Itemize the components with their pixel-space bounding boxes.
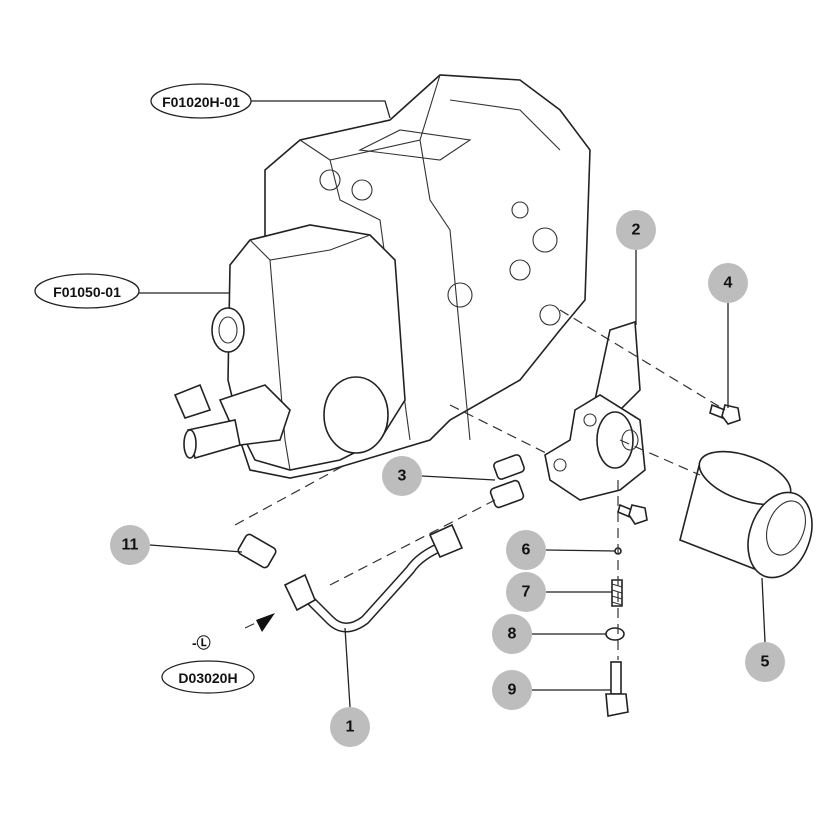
svg-text:5: 5 [761,654,770,671]
filter-bracket [544,320,646,501]
svg-text:11: 11 [122,537,139,554]
callout-6[interactable]: 6 [506,530,546,570]
oil-pipe [283,523,464,633]
washer-part-8 [605,627,625,641]
ref-label: D03020H [178,670,237,686]
ref-front-cover[interactable]: F01050-01 [34,273,140,309]
svg-text:9: 9 [508,682,517,699]
svg-text:7: 7 [522,584,531,601]
assembly-lines [234,309,726,660]
leader-lines [138,100,766,708]
svg-text:3: 3 [398,468,407,485]
svg-text:1: 1 [346,719,355,736]
callout-5[interactable]: 5 [745,642,785,682]
callout-3[interactable]: 3 [382,456,422,496]
fitting-part-11 [237,533,277,569]
l-symbol: -Ⓛ [192,635,211,651]
fittings-part-3 [489,454,525,509]
callout-11[interactable]: 11 [110,525,150,565]
callout-1[interactable]: 1 [330,707,370,747]
ref-transmission-case[interactable]: F01020H-01 [150,83,252,119]
svg-text:6: 6 [522,542,531,559]
bolt-part-4 [709,403,741,425]
svg-text:8: 8 [508,626,517,643]
callout-2[interactable]: 2 [616,210,656,250]
oil-filter [679,450,813,579]
callout-8[interactable]: 8 [492,614,532,654]
ref-label: F01020H-01 [162,94,240,110]
callout-7[interactable]: 7 [506,572,546,612]
front-cover [173,224,406,471]
callout-9[interactable]: 9 [492,670,532,710]
ref-label: F01050-01 [53,284,121,300]
callout-4[interactable]: 4 [708,263,748,303]
bolt-bracket [617,503,648,525]
svg-text:4: 4 [724,275,733,292]
plug-part-9 [605,661,629,717]
svg-text:2: 2 [632,222,641,239]
ref-pipe[interactable]: D03020H [161,660,255,694]
